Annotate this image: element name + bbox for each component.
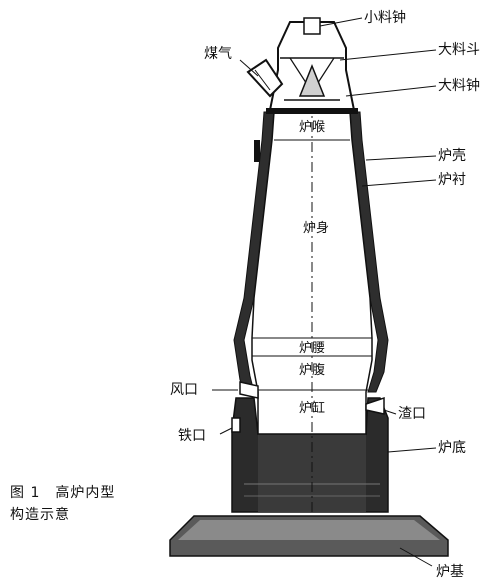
figure-caption: 图 1 高炉内型 构造示意 <box>10 482 115 526</box>
callout-labels: 小料钟 大料斗 大料钟 煤气 炉壳 炉衬 风口 渣口 铁口 炉底 炉基 <box>170 9 480 580</box>
charging-top <box>266 17 358 114</box>
zone-labels: 炉喉 炉身 炉腰 炉腹 炉缸 <box>299 120 329 416</box>
shell-bracket <box>254 140 260 162</box>
label-hearth: 炉缸 <box>299 400 325 416</box>
leader-lines <box>212 17 437 567</box>
label-foundation: 炉基 <box>436 563 464 580</box>
label-large-hopper: 大料斗 <box>438 42 480 58</box>
gas-offtake-pipe <box>246 58 284 98</box>
tuyere <box>239 381 259 399</box>
label-tuyere: 风口 <box>170 382 198 398</box>
label-shell: 炉壳 <box>438 147 466 164</box>
label-throat: 炉喉 <box>299 120 325 135</box>
label-lining: 炉衬 <box>438 172 466 188</box>
hearth-block <box>231 397 389 513</box>
iron-notch <box>231 417 241 433</box>
slag-notch <box>365 396 385 415</box>
label-bosh: 炉腹 <box>299 362 325 378</box>
label-belly: 炉腰 <box>299 341 325 356</box>
caption-line-2: 构造示意 <box>10 507 70 523</box>
label-iron-notch: 铁口 <box>178 428 206 444</box>
label-gas: 煤气 <box>204 46 232 62</box>
caption-line-1: 图 1 高炉内型 <box>10 485 116 501</box>
label-slag-notch: 渣口 <box>398 406 426 422</box>
label-small-bell: 小料钟 <box>364 9 406 26</box>
label-large-bell: 大料钟 <box>438 77 480 94</box>
foundation-slab <box>169 515 449 557</box>
inner-profile <box>251 22 373 512</box>
label-hearth-bottom: 炉底 <box>438 440 466 456</box>
label-stack: 炉身 <box>303 220 329 236</box>
